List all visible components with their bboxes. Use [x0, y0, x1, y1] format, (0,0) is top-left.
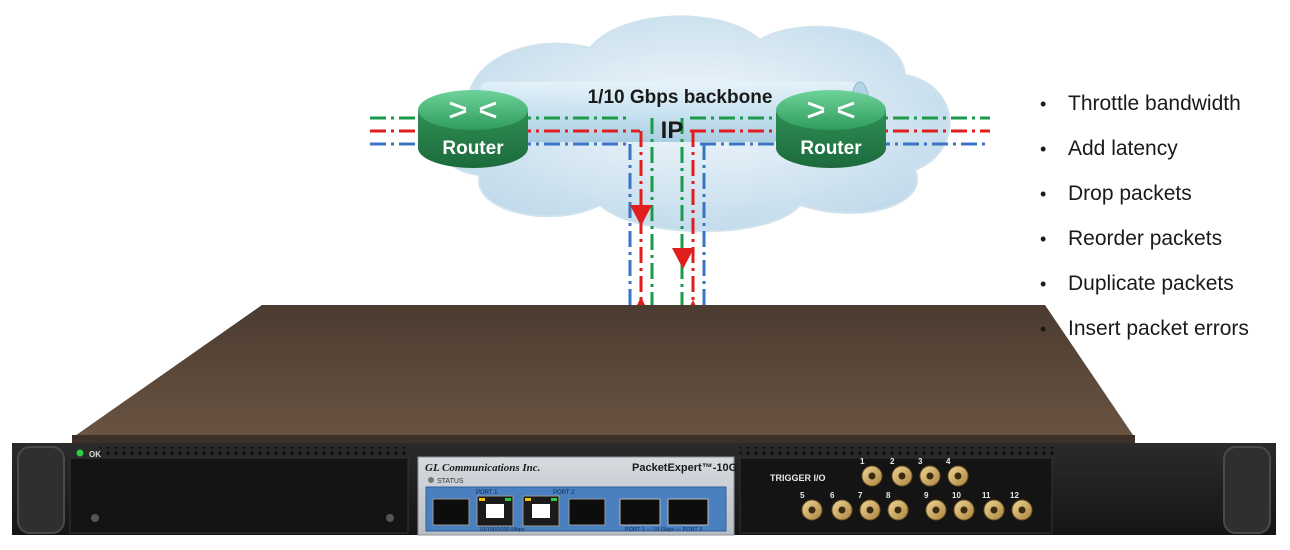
ok-led: [76, 449, 84, 457]
backbone-label: 1/10 Gbps backbone: [588, 87, 773, 108]
fiber-speed-label: PORT 1 — 10 Gbps — PORT 2: [625, 527, 702, 533]
router-right: Router: [776, 90, 886, 168]
connector-number: 5: [800, 491, 805, 500]
model-label: PacketExpert™-10G: [632, 462, 737, 474]
trigger-io-label: TRIGGER I/O: [770, 473, 826, 483]
connector-number: 8: [886, 491, 891, 500]
feature-list: • Throttle bandwidth • Add latency • Drop p…: [1040, 92, 1290, 362]
bnc-connector-pin: [894, 506, 902, 514]
connector-number: 1: [860, 457, 865, 466]
connector-number: 10: [952, 491, 961, 500]
router-arrows-icon: [449, 101, 497, 119]
router-left: Router: [418, 90, 528, 168]
feature-item: • Insert packet errors: [1040, 317, 1290, 362]
connector-number: 12: [1010, 491, 1019, 500]
rack-handle-right: [1223, 446, 1271, 534]
bullet-icon: •: [1040, 94, 1047, 114]
bnc-connector-pin: [898, 472, 906, 480]
status-led: [428, 477, 434, 483]
connector-number: 9: [924, 491, 929, 500]
bullet-icon: •: [1040, 319, 1047, 339]
copper-port2-label: PORT 2: [553, 490, 575, 496]
router-label: Router: [442, 138, 504, 159]
feature-item: • Duplicate packets: [1040, 272, 1290, 317]
sfp-10g-port-2: [667, 498, 709, 526]
bnc-connector-pin: [868, 472, 876, 480]
connector-number: 3: [918, 457, 923, 466]
feature-label: Drop packets: [1068, 182, 1192, 205]
feature-item: • Reorder packets: [1040, 227, 1290, 272]
connector-number: 7: [858, 491, 863, 500]
connector-number: 2: [890, 457, 895, 466]
feature-label: Insert packet errors: [1068, 317, 1249, 340]
feature-label: Reorder packets: [1068, 227, 1223, 250]
copper-port1-label: PORT 1: [476, 490, 498, 496]
bnc-connector-pin: [990, 506, 998, 514]
sfp-port-2: [568, 498, 606, 526]
bnc-connector-pin: [808, 506, 816, 514]
bnc-connector-pin: [932, 506, 940, 514]
rack-handle-left: [17, 446, 65, 534]
connector-number: 4: [946, 457, 951, 466]
bullet-icon: •: [1040, 139, 1047, 159]
brand-label: GL Communications Inc.: [425, 462, 540, 474]
status-label: STATUS: [437, 478, 464, 485]
device-chassis: OK GL Communications Inc. PacketExpert™-…: [12, 305, 1276, 536]
feature-item: • Add latency: [1040, 137, 1290, 182]
bnc-connector-pin: [954, 472, 962, 480]
bnc-connector-pin: [866, 506, 874, 514]
copper-speed-label: 10/100/1000 Mbps: [479, 527, 525, 533]
connector-number: 6: [830, 491, 835, 500]
bullet-icon: •: [1040, 229, 1047, 249]
feature-item: • Throttle bandwidth: [1040, 92, 1290, 137]
feature-label: Add latency: [1068, 137, 1178, 160]
sfp-10g-port-1: [619, 498, 661, 526]
feature-label: Throttle bandwidth: [1068, 92, 1241, 115]
arrow-down-icon: [672, 248, 694, 269]
bnc-connector-pin: [926, 472, 934, 480]
bnc-connector-pin: [960, 506, 968, 514]
bnc-connector-pin: [838, 506, 846, 514]
feature-label: Duplicate packets: [1068, 272, 1234, 295]
ok-label: OK: [89, 450, 101, 459]
arrow-down-icon: [630, 205, 652, 226]
router-label: Router: [800, 138, 862, 159]
ip-label: IP: [661, 117, 684, 144]
bullet-icon: •: [1040, 184, 1047, 204]
bullet-icon: •: [1040, 274, 1047, 294]
bnc-connector-pin: [1018, 506, 1026, 514]
connector-number: 11: [982, 491, 991, 500]
router-arrows-icon: [807, 101, 855, 119]
feature-item: • Drop packets: [1040, 182, 1290, 227]
sfp-port-1: [432, 498, 470, 526]
